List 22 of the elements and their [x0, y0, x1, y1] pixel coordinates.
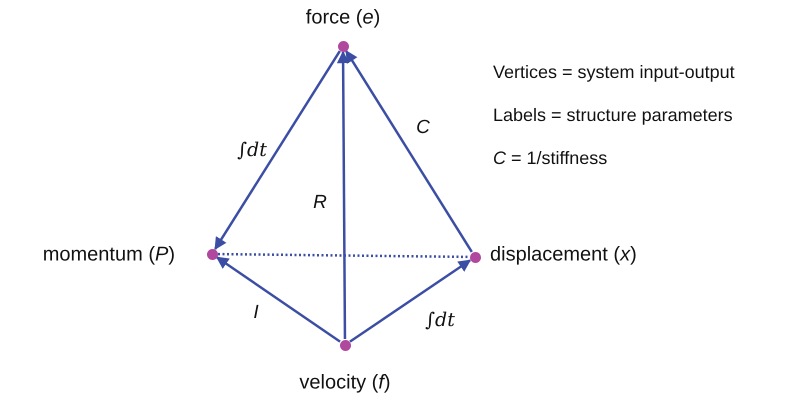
note-text: Labels = structure parameters [493, 105, 733, 126]
vertex-dot [340, 340, 350, 350]
arrow [336, 50, 350, 339]
vertex-label: displacement (x) [490, 244, 637, 266]
edge-label: C [416, 117, 430, 139]
arrow [349, 259, 472, 343]
vertex-dot [206, 248, 218, 260]
edge-label: ∫dt [425, 309, 455, 331]
vertex-dot [470, 252, 480, 262]
arrow [214, 50, 341, 250]
edge-label: ∫dt [237, 139, 267, 161]
edge-label: R [313, 192, 327, 214]
vertex-dot [338, 40, 348, 52]
note-text: Vertices = system input-output [493, 62, 735, 83]
vertex-label: momentum (P) [42, 244, 175, 266]
dotted-line [218, 252, 470, 258]
edge-label: I [253, 302, 259, 324]
arrow [345, 50, 473, 253]
note-text: C = 1/stiffness [493, 148, 608, 169]
arrow [216, 256, 341, 343]
vertex-label: velocity (f) [299, 372, 391, 394]
vertex-label: force (e) [306, 6, 380, 30]
